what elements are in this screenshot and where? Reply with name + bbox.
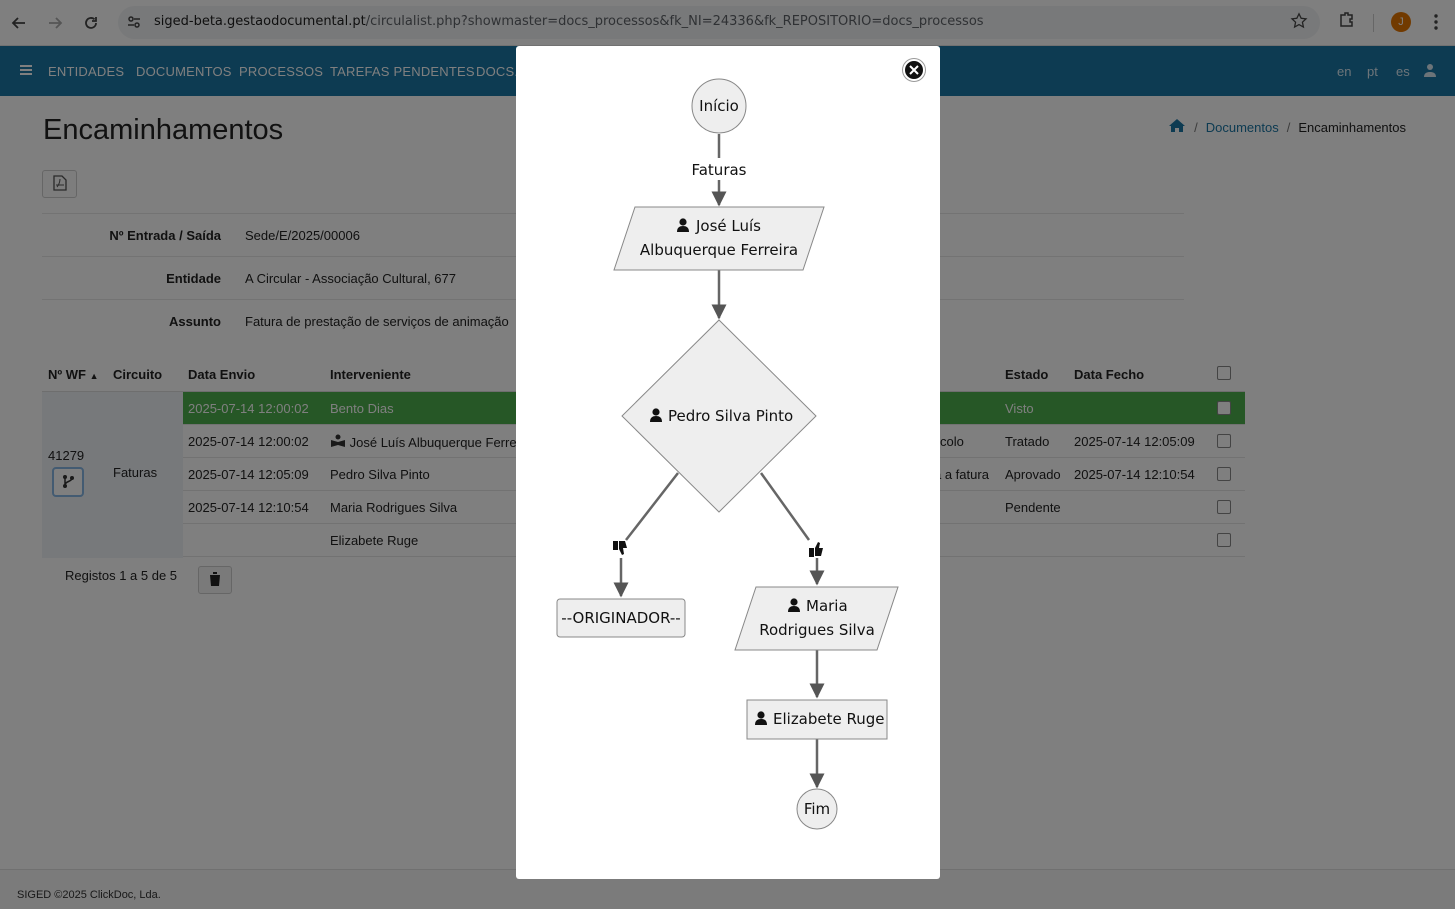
- flow-node-start[interactable]: Início: [691, 78, 747, 134]
- edge-label-faturas: Faturas: [691, 161, 746, 179]
- flow-edges: [613, 134, 825, 789]
- svg-text:Rodrigues Silva: Rodrigues Silva: [759, 621, 875, 639]
- svg-text:Elizabete Ruge: Elizabete Ruge: [773, 710, 885, 728]
- workflow-diagram: Início Faturas José Luís Albuquerque Fer…: [556, 78, 899, 830]
- svg-text:Fim: Fim: [804, 800, 830, 818]
- flow-node-end[interactable]: Fim: [796, 788, 838, 830]
- thumbs-down-icon: [613, 541, 627, 555]
- svg-text:--ORIGINADOR--: --ORIGINADOR--: [561, 609, 680, 627]
- svg-text:Início: Início: [699, 97, 739, 115]
- svg-text:Albuquerque Ferreira: Albuquerque Ferreira: [640, 241, 798, 259]
- workflow-diagram-modal: Início Faturas José Luís Albuquerque Fer…: [516, 46, 940, 879]
- svg-text:Pedro Silva Pinto: Pedro Silva Pinto: [668, 407, 793, 425]
- flow-node-originador[interactable]: --ORIGINADOR--: [556, 598, 686, 638]
- close-icon: [909, 63, 919, 78]
- close-modal-button[interactable]: [903, 59, 925, 81]
- flow-node-elizabete[interactable]: Elizabete Ruge: [746, 699, 888, 740]
- flow-node-jose-luis[interactable]: José Luís Albuquerque Ferreira: [613, 206, 825, 271]
- svg-text:José Luís: José Luís: [695, 217, 761, 235]
- thumbs-up-icon: [809, 542, 823, 557]
- flow-node-maria[interactable]: Maria Rodrigues Silva: [734, 586, 899, 651]
- svg-text:Maria: Maria: [806, 597, 848, 615]
- flow-node-decision-pedro[interactable]: Pedro Silva Pinto: [621, 319, 817, 513]
